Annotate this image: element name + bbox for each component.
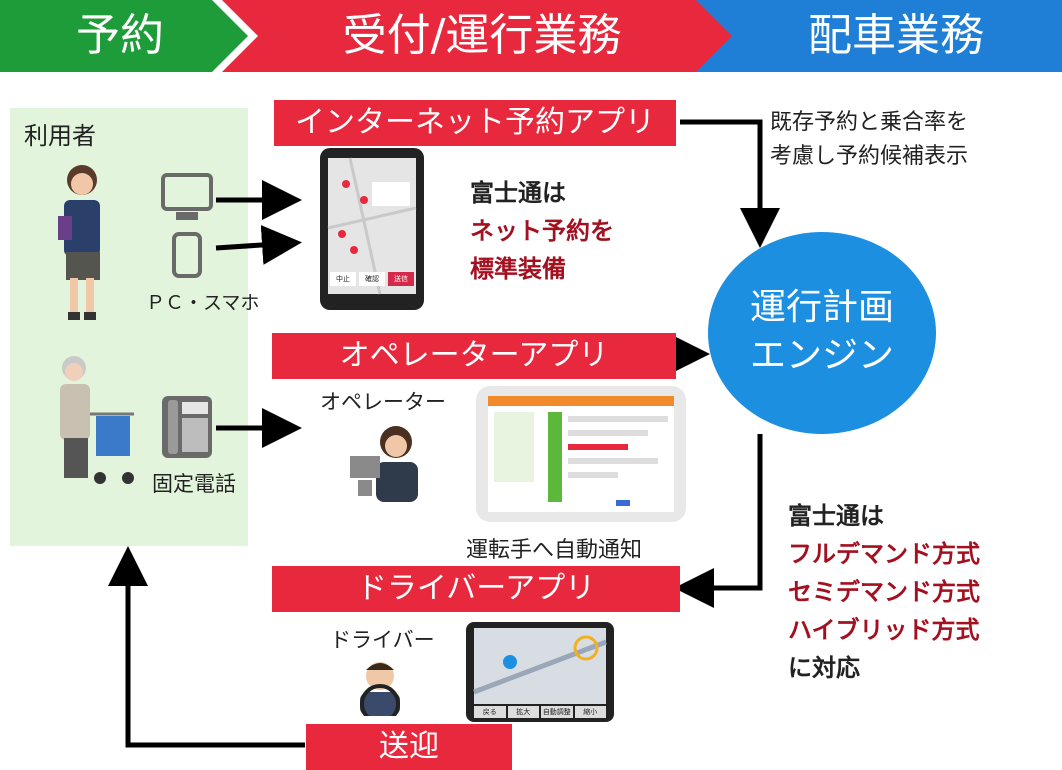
engine-note-line2: 考慮し予約候補表示: [770, 144, 969, 169]
support-line5: に対応: [788, 654, 860, 682]
driver-map-screen: [473, 628, 607, 704]
stage-reception: 受付/運行業務: [222, 0, 742, 72]
net-callout-line3: 標準装備: [470, 255, 566, 283]
support-line2: フルデマンド方式: [788, 540, 980, 568]
engine-line1: 運行計画: [749, 287, 894, 328]
driver-person-icon: [360, 662, 400, 716]
net-callout-line1: 富士通は: [470, 179, 566, 207]
tablet-auto-adjust-button[interactable]: 自動調整: [541, 706, 573, 718]
stage-dispatch: 配車業務: [696, 0, 1062, 72]
auto-notify-label: 運転手へ自動通知: [466, 538, 643, 563]
stage-reservation: 予約: [0, 0, 250, 72]
engine-note: 既存予約と乗合率を 考慮し予約候補表示: [770, 106, 968, 174]
map-screen: [327, 157, 417, 295]
operator-person-label: オペレーター: [320, 390, 446, 414]
stage-dispatch-shape: [696, 0, 1062, 72]
support-line1: 富士通は: [788, 502, 884, 530]
driver-tablet-mockup: 戻る 拡大 自動調整 縮小: [466, 622, 614, 722]
phone-button-row: 中止 確認 送信: [330, 272, 414, 286]
driver-app: ドライバーアプリ: [272, 566, 680, 612]
engine-note-line1: 既存予約と乗合率を: [770, 110, 969, 135]
stage-dispatch-label: 配車業務: [808, 10, 984, 61]
phone-send-button[interactable]: 送信: [388, 272, 414, 286]
tablet-zoom-in-button[interactable]: 拡大: [507, 706, 539, 718]
operator-person-icon: [350, 426, 418, 502]
woman-smartphone-icon: [58, 165, 100, 320]
phone-cancel-button[interactable]: 中止: [330, 272, 356, 286]
net-callout-line2: ネット予約を: [470, 217, 614, 245]
landline-phone-icon: [162, 396, 212, 458]
operator-ui-mockup: [488, 396, 674, 512]
operation-planning-engine: 運行計画 エンジン: [708, 232, 936, 434]
reservation-phone-mockup: 中止 確認 送信: [320, 148, 424, 310]
internet-reservation-app: インターネット予約アプリ: [274, 100, 676, 146]
stage-reception-label: 受付/運行業務: [342, 10, 622, 61]
elderly-walker-icon: [60, 356, 134, 484]
stage-reservation-label: 予約: [76, 10, 164, 61]
phone-confirm-button[interactable]: 確認: [359, 272, 385, 286]
driver-person-label: ドライバー: [330, 628, 435, 652]
pickup-box: 送迎: [306, 724, 512, 770]
operator-app: オペレーターアプリ: [272, 333, 676, 379]
stage-reception-shape: [222, 0, 736, 72]
support-line3: セミデマンド方式: [788, 578, 980, 606]
users-title: 利用者: [24, 122, 96, 150]
operator-app-screen: [476, 386, 686, 522]
pc-phone-label: ＰＣ・スマホ: [146, 292, 260, 314]
tablet-zoom-out-button[interactable]: 縮小: [574, 706, 606, 718]
engine-line2: エンジン: [749, 335, 894, 376]
tablet-back-button[interactable]: 戻る: [474, 706, 506, 718]
support-line4: ハイブリッド方式: [788, 616, 980, 644]
pc-smartphone-icon: [161, 173, 213, 278]
tablet-button-row: 戻る 拡大 自動調整 縮小: [474, 706, 606, 718]
landline-label: 固定電話: [152, 472, 236, 496]
stage-reservation-shape: [0, 0, 248, 72]
